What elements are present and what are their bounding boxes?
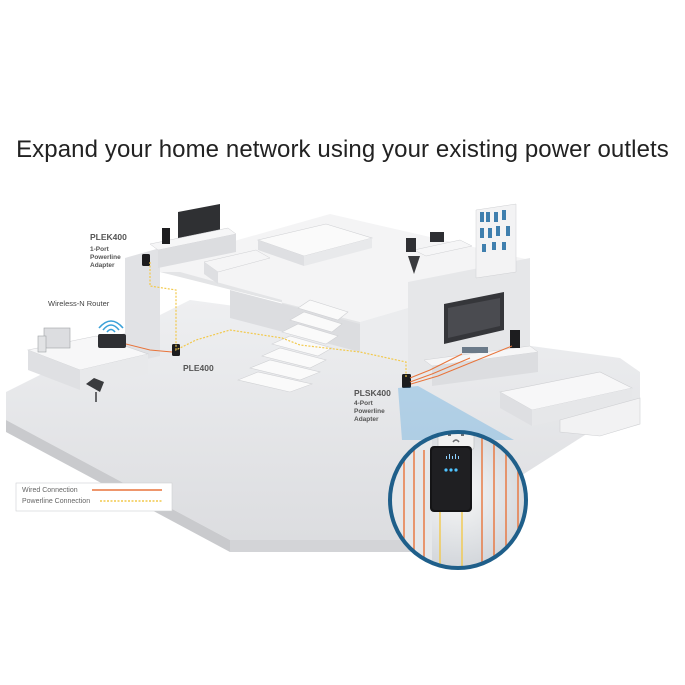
svg-text:4-Port: 4-Port xyxy=(354,400,374,407)
svg-text:PLEK400: PLEK400 xyxy=(90,232,127,242)
wifi-icon xyxy=(98,320,124,333)
upper-office xyxy=(406,203,517,279)
svg-text:Powerline: Powerline xyxy=(354,408,385,415)
bookshelf xyxy=(475,203,517,279)
tv-wall xyxy=(408,258,530,374)
staircase xyxy=(236,299,349,393)
desktop-monitor xyxy=(43,327,71,349)
powerline-connection-path xyxy=(149,262,407,378)
legend-powerline-label: Powerline Connection xyxy=(22,498,90,505)
page-headline: Expand your home network using your exis… xyxy=(16,136,669,163)
wireless-router xyxy=(98,334,126,348)
legend-wired-label: Wired Connection xyxy=(22,487,78,494)
plek400-label: PLEK400 1-Port Powerline Adapter xyxy=(90,232,127,269)
ple400-label: PLE400 xyxy=(183,363,214,373)
svg-text:Adapter: Adapter xyxy=(90,262,115,269)
upper-tv-unit xyxy=(149,204,271,284)
network-switch xyxy=(462,347,488,353)
svg-text:Adapter: Adapter xyxy=(354,416,379,423)
router-label: Wireless-N Router xyxy=(48,299,110,308)
left-wall xyxy=(125,248,160,364)
bed xyxy=(256,223,374,266)
svg-text:PLSK400: PLSK400 xyxy=(354,388,391,398)
svg-text:Powerline: Powerline xyxy=(90,254,121,261)
cisco-logo-icon xyxy=(446,454,459,459)
zoom-beam xyxy=(398,386,514,440)
office-desk xyxy=(26,327,150,402)
svg-text:1-Port: 1-Port xyxy=(90,246,110,253)
media-cabinet xyxy=(423,330,539,386)
office-chair xyxy=(86,378,104,392)
plek400-adapter xyxy=(142,254,150,266)
plsk400-label: PLSK400 4-Port Powerline Adapter xyxy=(354,388,391,423)
sofa xyxy=(499,371,641,437)
wired-connection-paths xyxy=(125,343,513,385)
legend: Wired Connection Powerline Connection xyxy=(15,482,173,512)
speaker xyxy=(510,330,520,348)
plsk400-adapter xyxy=(402,374,411,388)
